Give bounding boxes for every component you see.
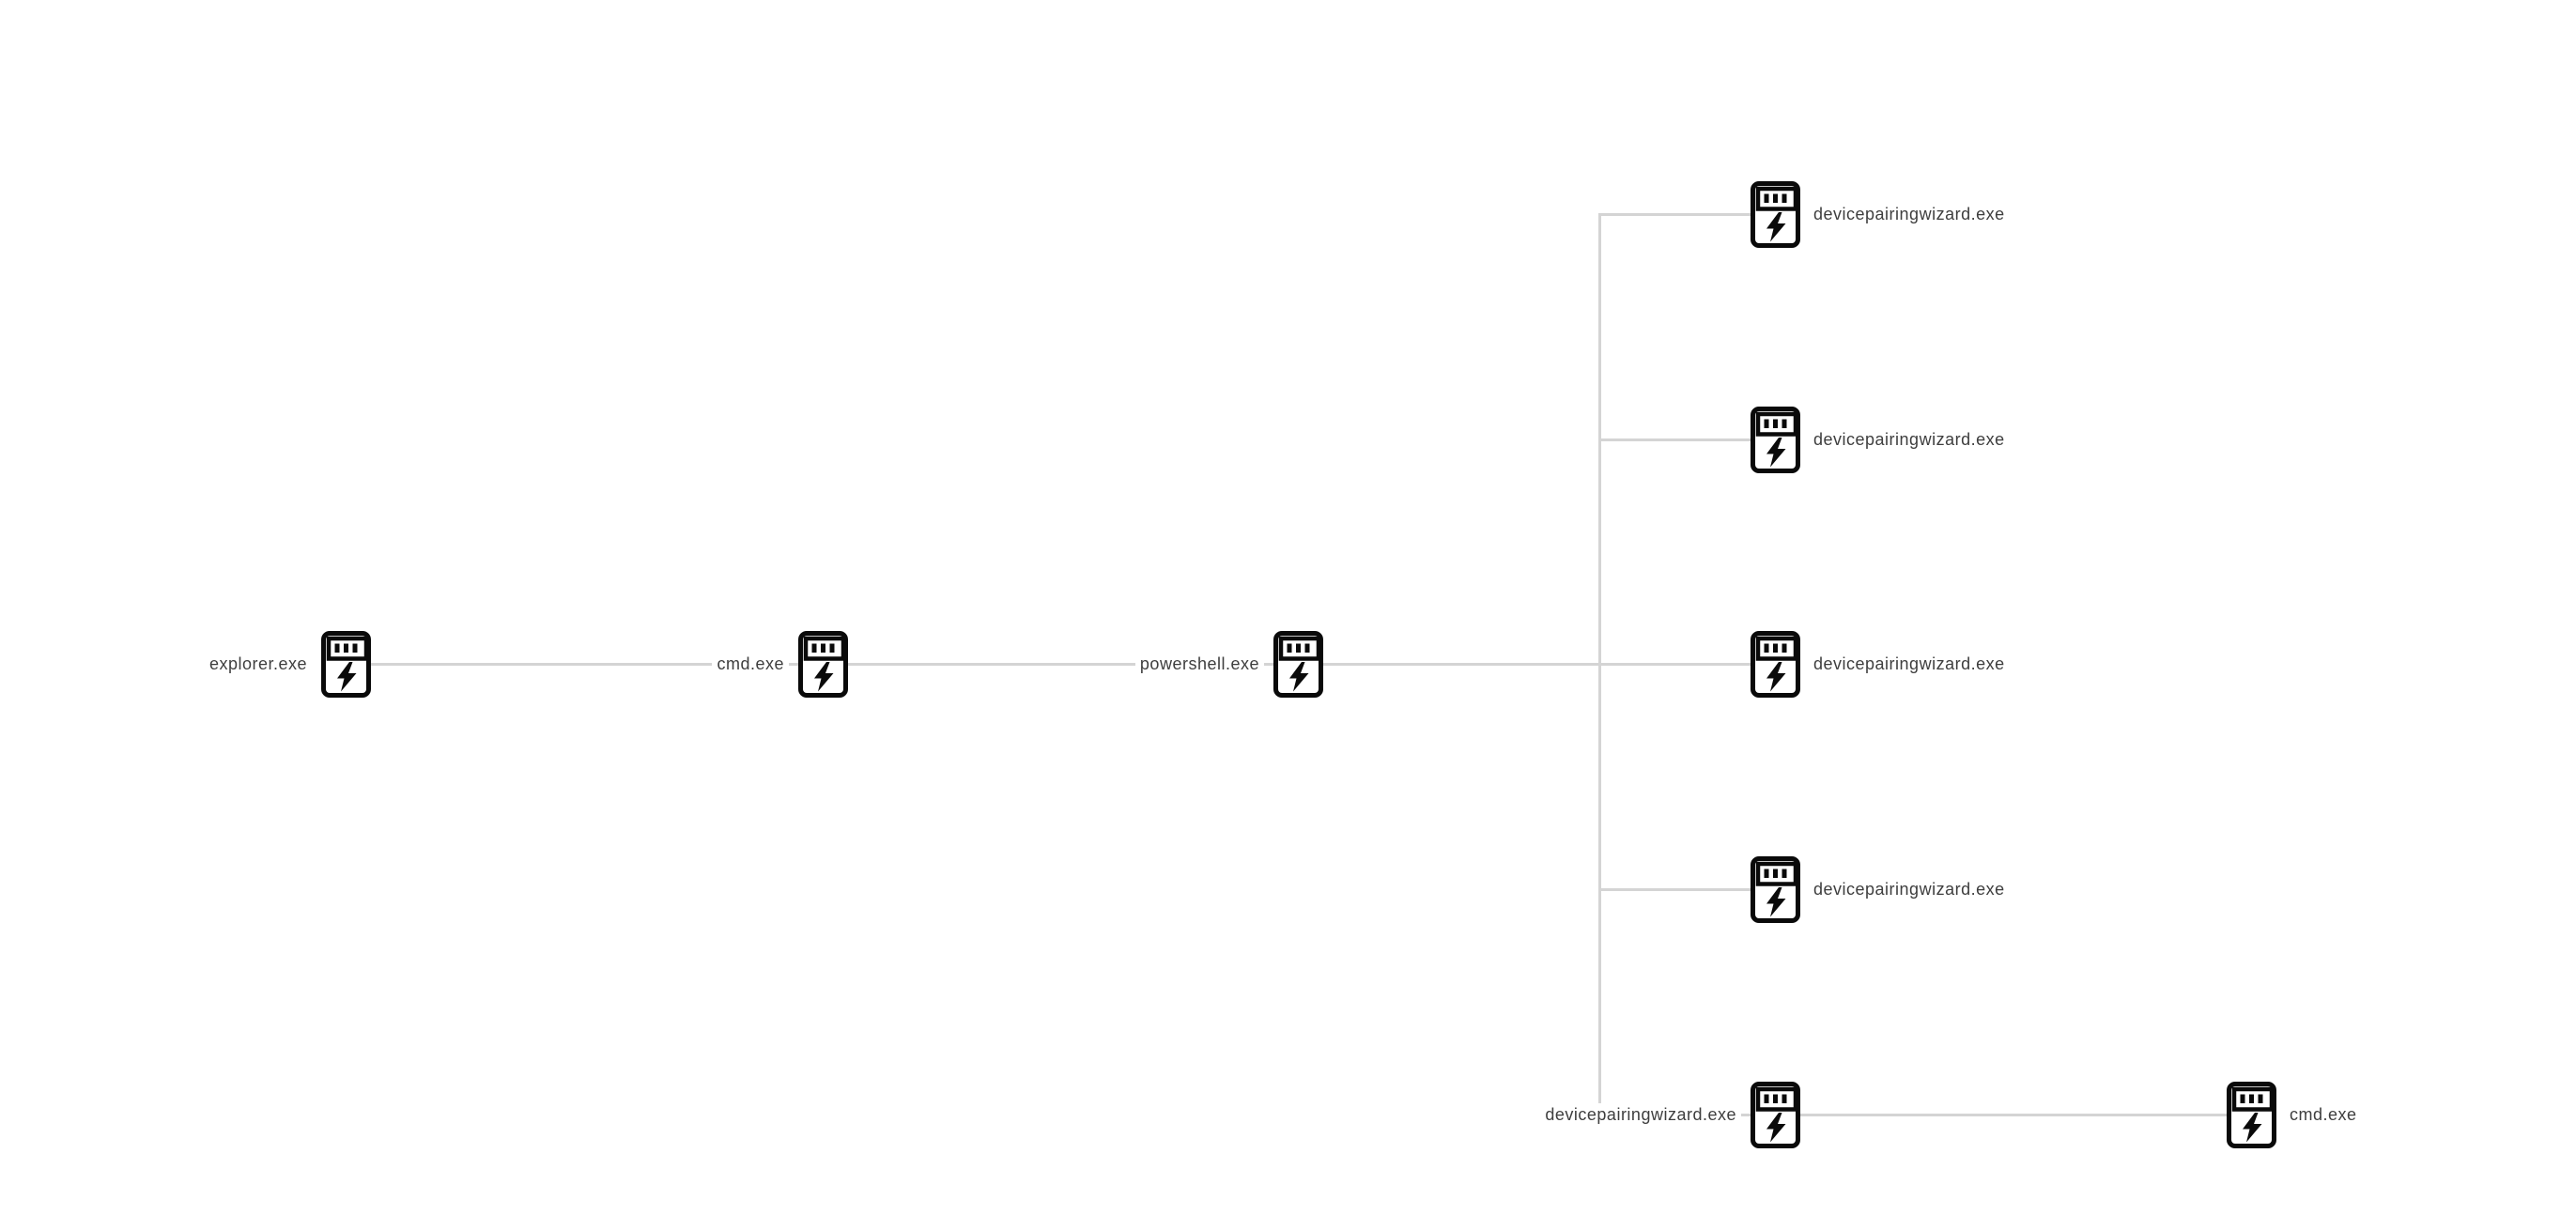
process-executable-icon bbox=[1273, 630, 1323, 698]
process-label-cmd-2: cmd.exe bbox=[2285, 1103, 2362, 1126]
edge-trunk-to-dpw1 bbox=[1599, 212, 1775, 216]
process-label-devicepairingwizard-3: devicepairingwizard.exe bbox=[1809, 653, 2010, 675]
process-label-devicepairingwizard-1: devicepairingwizard.exe bbox=[1809, 203, 2010, 225]
edge-powershell1-to-dpw3 bbox=[1298, 662, 1775, 666]
process-executable-icon bbox=[1750, 406, 1800, 473]
edge-powershell1-branch-trunk bbox=[1597, 212, 1601, 1116]
process-executable-icon bbox=[320, 630, 371, 698]
process-executable-icon bbox=[1750, 180, 1800, 248]
process-label-devicepairingwizard-2: devicepairingwizard.exe bbox=[1809, 428, 2010, 451]
process-label-powershell-1: powershell.exe bbox=[1134, 653, 1264, 675]
process-executable-icon bbox=[797, 630, 848, 698]
process-executable-icon bbox=[1750, 1081, 1800, 1148]
edge-explorer1-to-cmd1 bbox=[346, 662, 823, 666]
edge-trunk-to-dpw4 bbox=[1599, 887, 1775, 891]
edge-dpw5-to-cmd2 bbox=[1601, 1113, 2251, 1116]
process-label-explorer-1: explorer.exe bbox=[204, 653, 312, 675]
edge-cmd1-to-powershell1 bbox=[823, 662, 1298, 666]
process-executable-icon bbox=[1750, 630, 1800, 698]
process-label-cmd-1: cmd.exe bbox=[712, 653, 789, 675]
process-label-devicepairingwizard-5: devicepairingwizard.exe bbox=[1540, 1103, 1741, 1126]
process-executable-icon bbox=[2226, 1081, 2276, 1148]
edge-trunk-to-dpw2 bbox=[1599, 438, 1775, 441]
process-label-devicepairingwizard-4: devicepairingwizard.exe bbox=[1809, 878, 2010, 900]
process-executable-icon bbox=[1750, 855, 1800, 923]
